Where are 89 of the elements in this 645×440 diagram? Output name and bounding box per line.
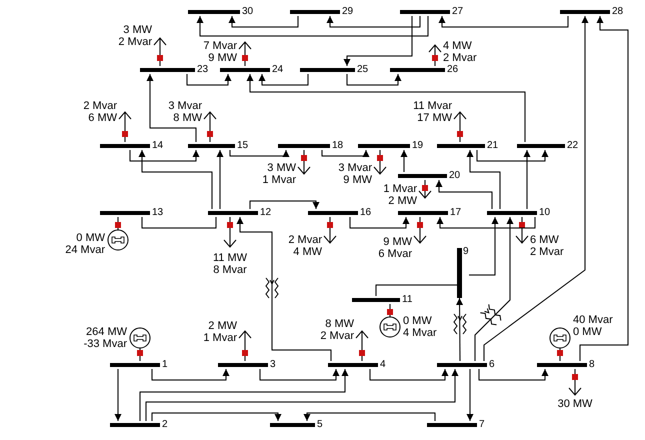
bus-number: 12 bbox=[260, 209, 272, 217]
bus-number: 26 bbox=[447, 66, 458, 74]
generator-output: 0 MW 24 Mvar bbox=[64, 232, 105, 256]
line-arrow bbox=[236, 216, 332, 362]
bus-number: 29 bbox=[342, 8, 354, 16]
bus-number: 16 bbox=[360, 209, 372, 217]
line-arrow bbox=[438, 16, 568, 28]
line-arrow bbox=[580, 16, 628, 362]
line-arrow bbox=[230, 150, 290, 157]
bus-number: 10 bbox=[539, 209, 550, 217]
line-arrow bbox=[478, 368, 548, 380]
line-arrow bbox=[370, 368, 448, 380]
bus-number: 6 bbox=[489, 361, 495, 369]
bus-number: 19 bbox=[412, 142, 424, 150]
line-arrow bbox=[260, 368, 340, 380]
generator-output: 40 Mvar 0 MW bbox=[573, 314, 614, 338]
line-arrow bbox=[130, 150, 200, 162]
line-arrow bbox=[468, 216, 498, 276]
bus-number: 18 bbox=[332, 142, 344, 150]
line-arrow bbox=[346, 74, 402, 86]
line-arrow bbox=[152, 412, 282, 422]
line-arrow bbox=[322, 150, 370, 157]
generator-output: 0 MW 4 Mvar bbox=[403, 315, 438, 339]
line-arrow bbox=[114, 368, 122, 422]
line-arrow bbox=[524, 150, 530, 210]
line-arrow bbox=[326, 16, 420, 28]
load-value: 2 Mvar 4 MW bbox=[287, 234, 322, 258]
load-value: 11 MW 8 Mvar bbox=[212, 252, 248, 276]
line-arrow bbox=[146, 74, 196, 142]
bus-number: 7 bbox=[479, 421, 485, 429]
load-value: 2 MW 1 Mvar bbox=[202, 320, 237, 344]
load-value: 4 MW 2 Mvar bbox=[443, 40, 478, 64]
bus-number: 11 bbox=[402, 296, 412, 304]
bus-number: 22 bbox=[567, 142, 578, 150]
bus-number: 24 bbox=[272, 66, 284, 74]
bus-number: 21 bbox=[487, 142, 498, 150]
load-value: 7 Mvar 9 MW bbox=[202, 40, 237, 64]
bus-number: 8 bbox=[589, 361, 595, 369]
load-value: 6 MW 2 Mvar bbox=[530, 234, 565, 258]
bus-number: 5 bbox=[317, 421, 323, 429]
bus-number: 25 bbox=[357, 66, 368, 74]
line-arrow bbox=[344, 16, 412, 66]
bus-number: 1 bbox=[162, 361, 168, 369]
bus-number: 20 bbox=[449, 172, 460, 180]
line-arrow bbox=[186, 74, 232, 86]
line-arrow bbox=[216, 150, 224, 210]
line-arrow bbox=[466, 150, 500, 210]
line-arrow bbox=[228, 16, 298, 28]
bus-number: 4 bbox=[380, 361, 386, 369]
load-value: 1 Mvar 2 MW bbox=[382, 183, 417, 207]
load-value: 3 Mvar 8 MW bbox=[167, 100, 202, 124]
line-arrow bbox=[138, 150, 212, 210]
line-arrow bbox=[140, 368, 348, 422]
line-arrow bbox=[400, 150, 408, 172]
line-arrow bbox=[466, 368, 474, 422]
line-arrow bbox=[436, 216, 536, 228]
line-arrow bbox=[350, 216, 410, 228]
load-value: 30 MW bbox=[556, 398, 594, 410]
load-value: 8 MW 2 Mvar bbox=[319, 318, 354, 342]
bus-number: 9 bbox=[463, 248, 469, 256]
load-value: 2 Mvar 6 MW bbox=[82, 100, 117, 124]
line-arrow bbox=[474, 216, 514, 362]
line-arrow bbox=[476, 150, 548, 162]
bus-number: 14 bbox=[152, 142, 164, 150]
line-arrow bbox=[484, 16, 588, 362]
line-arrow bbox=[152, 368, 230, 380]
bus-number: 15 bbox=[237, 142, 248, 150]
line-arrow bbox=[146, 368, 458, 422]
bus-number: 27 bbox=[452, 8, 464, 16]
bus-number: 13 bbox=[152, 209, 164, 217]
load-value: 3 MW 2 Mvar bbox=[117, 24, 152, 48]
line-arrow bbox=[456, 298, 464, 362]
bus-number: 2 bbox=[162, 421, 168, 429]
bus-number: 30 bbox=[242, 8, 254, 16]
load-value: 3 MW 1 Mvar bbox=[261, 162, 296, 186]
bus-number: 23 bbox=[197, 66, 208, 74]
bus-number: 3 bbox=[270, 361, 276, 369]
load-value: 11 Mvar 17 MW bbox=[412, 100, 452, 124]
line-arrow bbox=[258, 74, 308, 86]
line-arrow bbox=[246, 74, 526, 142]
load-value: 3 Mvar 9 MW bbox=[337, 162, 372, 186]
line-arrow bbox=[196, 16, 428, 36]
bus-number: 28 bbox=[612, 8, 624, 16]
load-value: 9 MW 6 Mvar bbox=[377, 236, 412, 260]
line-arrow bbox=[436, 180, 492, 210]
bus-number: 17 bbox=[450, 209, 462, 217]
line-arrow bbox=[250, 200, 320, 210]
line-arrow bbox=[304, 412, 436, 422]
generator-output: 264 MW -33 Mvar bbox=[82, 326, 127, 350]
